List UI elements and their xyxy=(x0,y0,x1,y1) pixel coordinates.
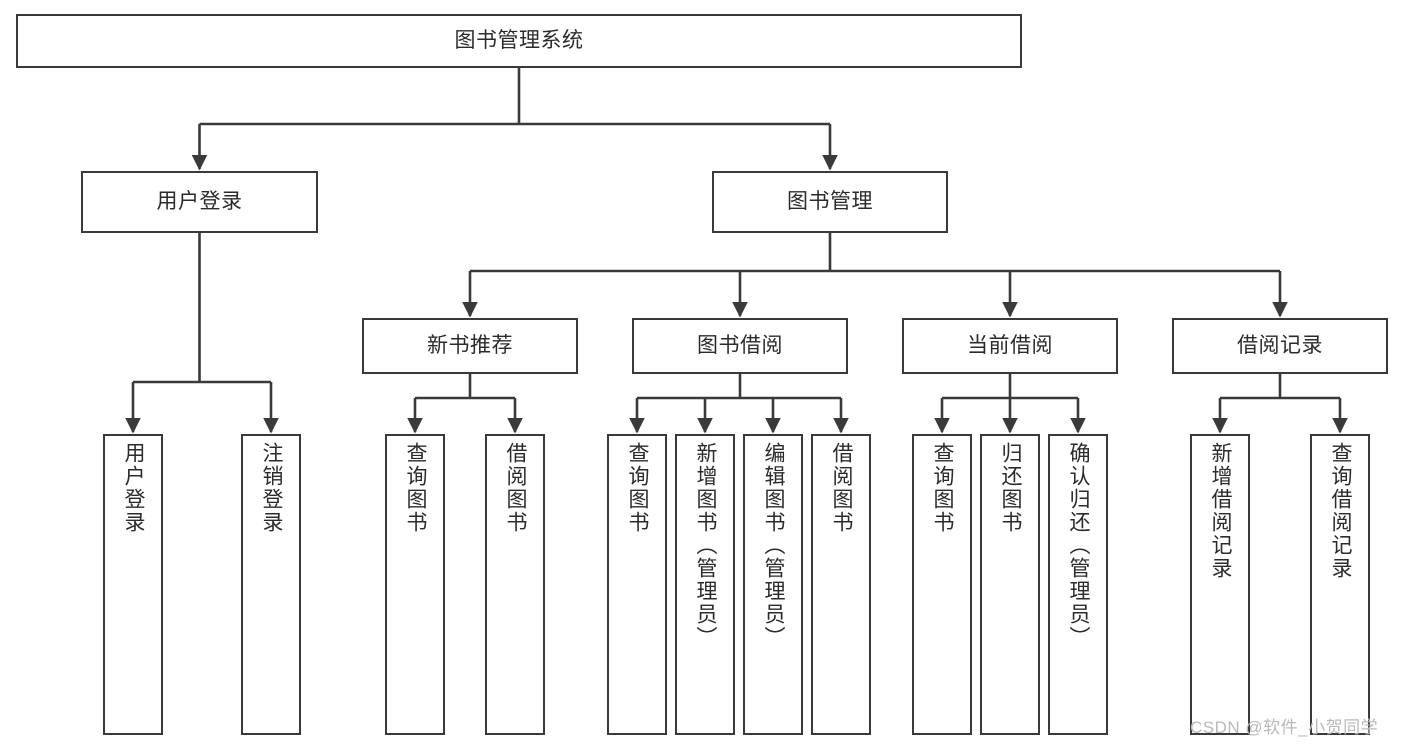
node-records[interactable]: 借阅记录 xyxy=(1172,318,1388,374)
node-leaf-query-book-2[interactable]: 查询图书 xyxy=(607,434,667,735)
node-label: 用户登录 xyxy=(122,442,146,534)
node-label: 归还图书 xyxy=(999,442,1023,534)
watermark: CSDN @软件_小贺同学 xyxy=(1190,718,1379,737)
node-leaf-query-book-1[interactable]: 查询图书 xyxy=(385,434,445,735)
node-label: 新增图书（管理员） xyxy=(694,442,718,649)
node-label: 确认归还（管理员） xyxy=(1067,442,1091,649)
node-borrow[interactable]: 图书借阅 xyxy=(632,318,848,374)
node-leaf-query-record[interactable]: 查询借阅记录 xyxy=(1310,434,1370,735)
node-leaf-edit-book[interactable]: 编辑图书（管理员） xyxy=(743,434,803,735)
node-label: 用户登录 xyxy=(156,190,243,214)
node-label: 图书管理系统 xyxy=(454,29,584,53)
node-leaf-add-book[interactable]: 新增图书（管理员） xyxy=(675,434,735,735)
node-leaf-borrow-book-2[interactable]: 借阅图书 xyxy=(811,434,871,735)
node-leaf-confirm-return[interactable]: 确认归还（管理员） xyxy=(1048,434,1108,735)
node-leaf-add-record[interactable]: 新增借阅记录 xyxy=(1190,434,1250,735)
node-label: 图书借阅 xyxy=(697,334,783,358)
node-login[interactable]: 用户登录 xyxy=(81,171,318,233)
node-leaf-query-book-3[interactable]: 查询图书 xyxy=(912,434,972,735)
node-leaf-user-logout[interactable]: 注销登录 xyxy=(241,434,301,735)
node-label: 查询图书 xyxy=(626,442,650,534)
node-label: 查询图书 xyxy=(404,442,428,534)
node-label: 借阅记录 xyxy=(1237,334,1323,358)
node-newbook[interactable]: 新书推荐 xyxy=(362,318,578,374)
node-label: 当前借阅 xyxy=(967,334,1053,358)
node-leaf-borrow-book-1[interactable]: 借阅图书 xyxy=(485,434,545,735)
node-label: 注销登录 xyxy=(260,442,284,534)
node-label: 查询借阅记录 xyxy=(1329,442,1353,580)
node-current[interactable]: 当前借阅 xyxy=(902,318,1118,374)
node-label: 借阅图书 xyxy=(504,442,528,534)
node-label: 查询图书 xyxy=(931,442,955,534)
node-label: 借阅图书 xyxy=(830,442,854,534)
node-label: 编辑图书（管理员） xyxy=(762,442,786,649)
node-root[interactable]: 图书管理系统 xyxy=(16,14,1022,68)
node-leaf-return-book[interactable]: 归还图书 xyxy=(980,434,1040,735)
node-label: 新增借阅记录 xyxy=(1209,442,1233,580)
node-label: 图书管理 xyxy=(787,190,873,214)
node-bookmgmt[interactable]: 图书管理 xyxy=(712,171,948,233)
node-label: 新书推荐 xyxy=(427,334,513,358)
node-leaf-user-login[interactable]: 用户登录 xyxy=(103,434,163,735)
